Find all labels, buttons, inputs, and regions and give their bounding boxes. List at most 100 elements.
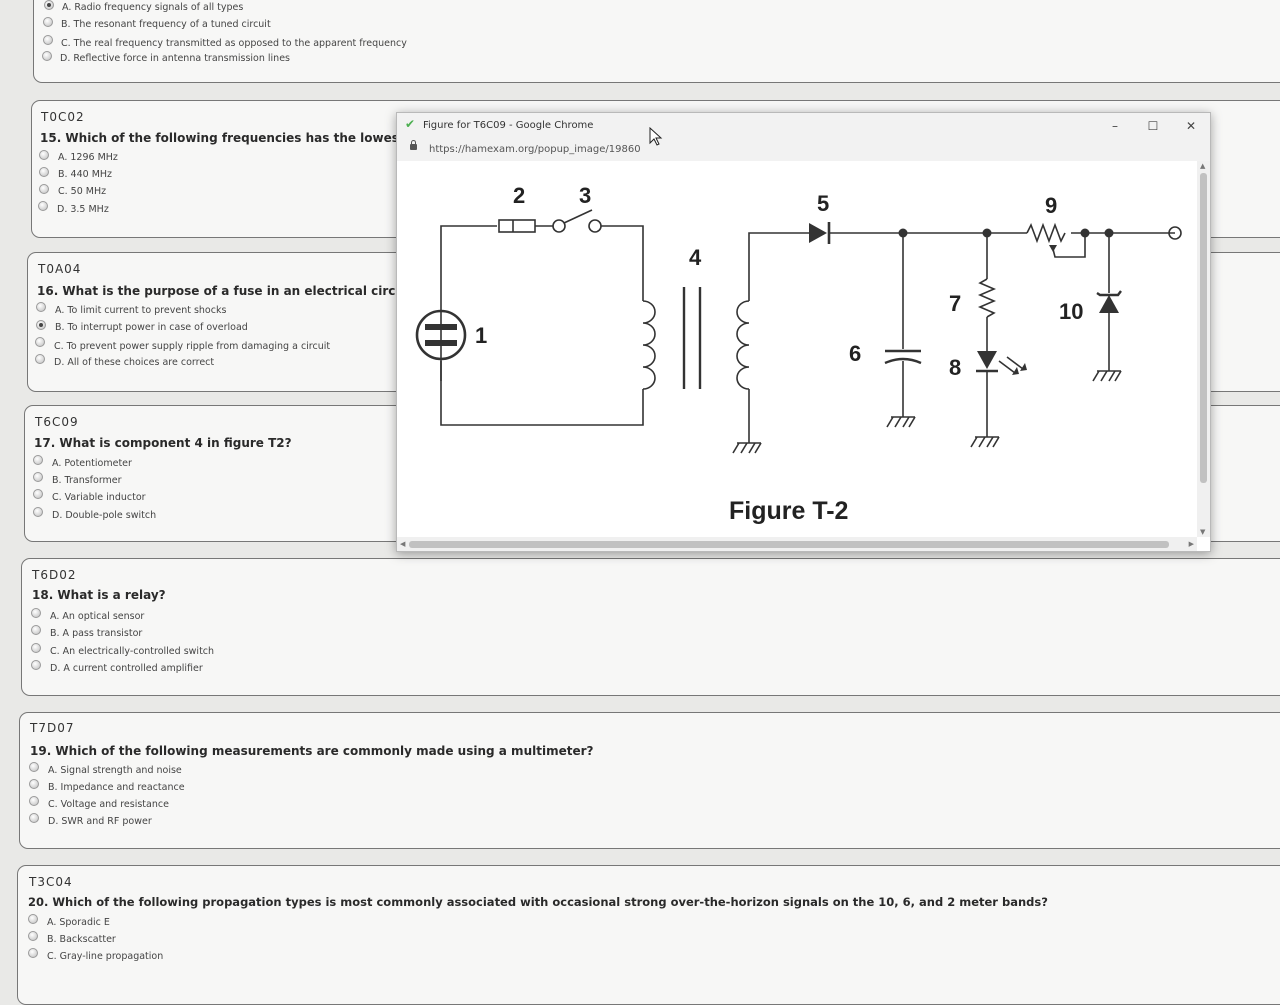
option-q17-c[interactable]: C. Variable inductor [52, 492, 146, 503]
radio-q16-b[interactable] [36, 320, 46, 330]
scroll-up-arrow-icon[interactable]: ▲ [1200, 162, 1206, 170]
question-text: 17. What is component 4 in figure T2? [34, 436, 292, 450]
circuit-diagram: 1 2 3 4 5 6 7 8 9 10 Figure T-2 [415, 183, 1182, 525]
question-text: 20. Which of the following propagation t… [28, 895, 1048, 909]
component-label-10: 10 [1059, 299, 1083, 324]
radio-q19-a[interactable] [29, 762, 39, 772]
option-q17-b[interactable]: B. Transformer [52, 475, 122, 486]
option-q18-d[interactable]: D. A current controlled amplifier [50, 663, 203, 674]
component-label-9: 9 [1045, 193, 1057, 218]
option-q16-d[interactable]: D. All of these choices are correct [54, 357, 215, 368]
radio-q18-b[interactable] [31, 625, 41, 635]
radio-q14-d[interactable] [42, 51, 52, 61]
switch-contact-b [588, 219, 602, 233]
scroll-left-arrow-icon[interactable]: ◀ [400, 540, 406, 548]
option-q14-b[interactable]: B. The resonant frequency of a tuned cir… [61, 19, 271, 30]
question-card-19 [19, 712, 1280, 849]
radio-q19-c[interactable] [29, 796, 39, 806]
option-q15-c[interactable]: C. 50 MHz [58, 186, 107, 197]
option-q19-a[interactable]: A. Signal strength and noise [48, 765, 182, 776]
option-q20-b[interactable]: B. Backscatter [47, 934, 116, 945]
option-q16-c[interactable]: C. To prevent power supply ripple from d… [54, 341, 331, 352]
output-terminal [1168, 226, 1182, 240]
primary-coil [642, 300, 656, 390]
radio-q17-c[interactable] [33, 489, 43, 499]
option-q14-d[interactable]: D. Reflective force in antenna transmiss… [60, 53, 290, 64]
lock-shackle-icon [411, 140, 416, 145]
radio-q14-c[interactable] [43, 35, 53, 45]
radio-q15-c[interactable] [39, 184, 49, 194]
question-card-18 [21, 558, 1280, 696]
component-label-3: 3 [579, 183, 591, 208]
radio-q18-c[interactable] [31, 643, 41, 653]
radio-q17-d[interactable] [33, 507, 43, 517]
radio-q17-a[interactable] [33, 455, 43, 465]
radio-q19-d[interactable] [29, 813, 39, 823]
switch-contact-a [552, 219, 566, 233]
radio-q15-b[interactable] [39, 167, 49, 177]
radio-q16-d[interactable] [35, 354, 45, 364]
lock-icon [410, 144, 417, 150]
component-label-8: 8 [949, 355, 961, 380]
radio-q16-a[interactable] [36, 302, 46, 312]
option-q16-b[interactable]: B. To interrupt power in case of overloa… [55, 322, 248, 333]
option-q18-b[interactable]: B. A pass transistor [50, 628, 143, 639]
radio-q15-d[interactable] [38, 201, 48, 211]
radio-q17-b[interactable] [33, 472, 43, 482]
option-q17-d[interactable]: D. Double-pole switch [52, 510, 157, 521]
question-card-14 [33, 0, 1280, 83]
radio-q20-c[interactable] [28, 948, 38, 958]
radio-q18-a[interactable] [31, 608, 41, 618]
minimize-button[interactable]: – [1112, 119, 1118, 133]
maximize-button[interactable]: ☐ [1147, 119, 1159, 133]
option-q16-a[interactable]: A. To limit current to prevent shocks [55, 305, 227, 316]
radio-q18-d[interactable] [31, 660, 41, 670]
radio-q14-a[interactable] [44, 0, 54, 10]
horizontal-scrollbar[interactable]: ◀ ▶ [397, 537, 1197, 551]
radio-q20-b[interactable] [28, 931, 38, 941]
horizontal-scroll-thumb[interactable] [409, 541, 1169, 548]
component-label-1: 1 [475, 323, 487, 348]
option-q18-a[interactable]: A. An optical sensor [50, 611, 145, 622]
question-text: 15. Which of the following frequencies h… [40, 131, 429, 145]
figure-caption: Figure T-2 [729, 497, 848, 525]
popup-window-title: Figure for T6C09 - Google Chrome [423, 120, 594, 131]
option-q15-b[interactable]: B. 440 MHz [58, 169, 113, 180]
popup-titlebar[interactable]: ✔ Figure for T6C09 - Google Chrome – ☐ ✕ [397, 113, 1210, 139]
vertical-scroll-thumb[interactable] [1200, 173, 1207, 483]
component-label-6: 6 [849, 341, 861, 366]
led-symbol [977, 351, 997, 369]
resistor-symbol [977, 278, 997, 318]
vertical-scrollbar[interactable]: ▲ ▼ [1197, 161, 1210, 537]
option-q20-a[interactable]: A. Sporadic E [47, 917, 110, 928]
secondary-coil [736, 300, 750, 390]
potentiometer-symbol [1026, 222, 1066, 244]
radio-q14-b[interactable] [43, 17, 53, 27]
scroll-down-arrow-icon[interactable]: ▼ [1200, 528, 1206, 536]
radio-q16-c[interactable] [35, 337, 45, 347]
popup-url[interactable]: https://hamexam.org/popup_image/19860 [429, 144, 641, 155]
component-label-7: 7 [949, 291, 961, 316]
scroll-right-arrow-icon[interactable]: ▶ [1188, 540, 1194, 548]
option-q14-c[interactable]: C. The real frequency transmitted as opp… [61, 38, 407, 49]
component-label-4: 4 [689, 245, 702, 270]
switch-lever [563, 209, 593, 224]
lamp-symbol [415, 309, 467, 361]
option-q20-c[interactable]: C. Gray-line propagation [47, 951, 164, 962]
option-q18-c[interactable]: C. An electrically-controlled switch [50, 646, 215, 657]
option-q19-d[interactable]: D. SWR and RF power [48, 816, 152, 827]
option-q19-c[interactable]: C. Voltage and resistance [48, 799, 169, 810]
option-q14-a[interactable]: A. Radio frequency signals of all types [62, 2, 244, 13]
option-q19-b[interactable]: B. Impedance and reactance [48, 782, 185, 793]
diode-symbol [809, 223, 827, 243]
popup-address-bar[interactable]: https://hamexam.org/popup_image/19860 [397, 139, 1210, 162]
question-id: T7D07 [30, 721, 75, 735]
option-q15-a[interactable]: A. 1296 MHz [58, 152, 118, 163]
radio-q20-a[interactable] [28, 914, 38, 924]
radio-q15-a[interactable] [39, 150, 49, 160]
question-id: T0C02 [41, 110, 85, 124]
radio-q19-b[interactable] [29, 779, 39, 789]
close-button[interactable]: ✕ [1185, 119, 1197, 133]
option-q15-d[interactable]: D. 3.5 MHz [57, 204, 109, 215]
option-q17-a[interactable]: A. Potentiometer [52, 458, 132, 469]
